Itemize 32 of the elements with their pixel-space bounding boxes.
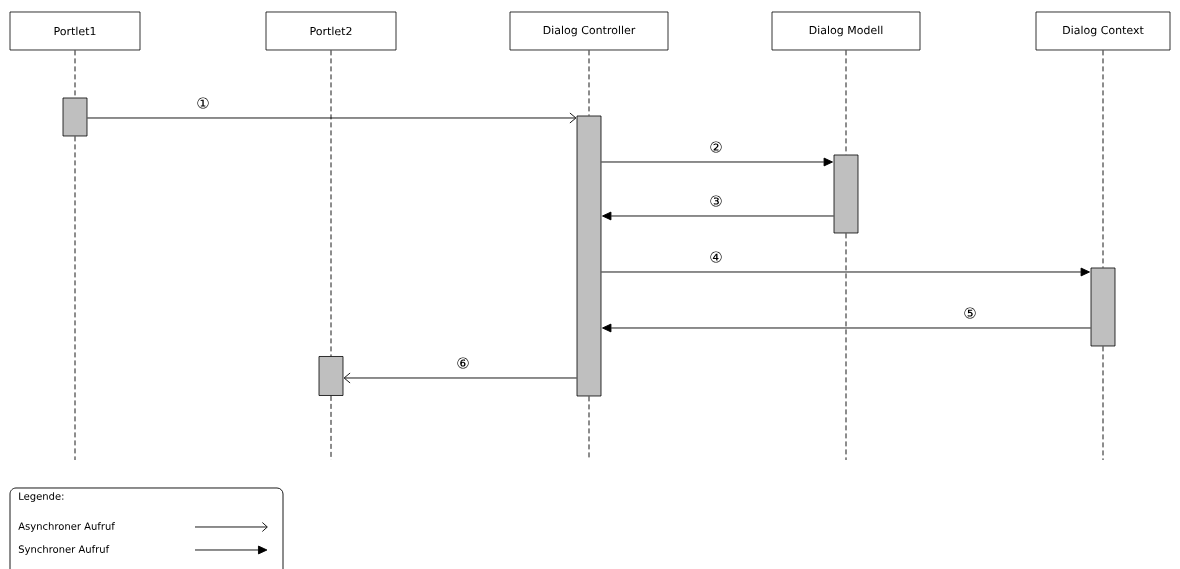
lifeline-header: Portlet2 [265, 11, 397, 51]
message-arrow [600, 157, 833, 167]
lifeline [845, 232, 847, 461]
activation-bar [833, 154, 859, 234]
lifeline-header: Dialog Controller [509, 11, 669, 51]
step-number: ③ [710, 195, 722, 207]
step-number: ② [710, 141, 722, 153]
lifeline [845, 49, 847, 156]
legend-title: Legende: [19, 492, 64, 502]
legend-entry: Synchroner Aufruf [18, 545, 110, 555]
step-number: ④ [710, 251, 722, 263]
activation-bar [1090, 267, 1116, 347]
legend-entry: Asynchroner Aufruf [18, 522, 115, 532]
activation-bar [62, 97, 88, 137]
lifeline [1102, 345, 1104, 461]
lifeline-header: Dialog Modell [771, 11, 921, 51]
step-number: ⑥ [457, 357, 469, 369]
lifeline [330, 49, 332, 357]
message-arrow [343, 372, 578, 384]
step-number: ⑤ [964, 307, 976, 319]
lifeline-header: Portlet1 [9, 11, 141, 51]
lifeline [588, 49, 590, 117]
activation-bar [576, 115, 602, 397]
message-arrow [602, 323, 1092, 333]
message-arrow [600, 267, 1090, 277]
message-arrow [602, 211, 835, 221]
activation-bar [318, 356, 344, 396]
lifeline-header: Dialog Context [1035, 11, 1171, 51]
message-arrow [86, 112, 577, 124]
lifeline [1102, 49, 1104, 269]
lifeline [74, 135, 76, 461]
step-number: ① [197, 97, 209, 109]
